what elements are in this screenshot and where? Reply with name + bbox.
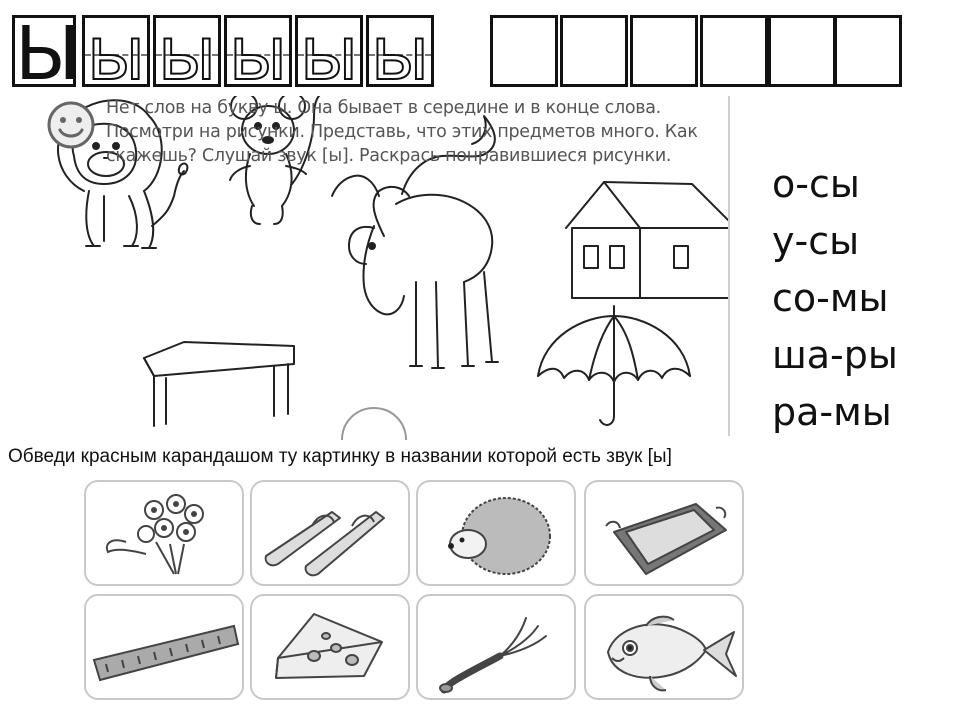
instruction-line: скажешь? Слушай звук [ы]. Раскрась понра…	[106, 146, 672, 166]
empty-letter-cell	[834, 15, 902, 87]
syllable-item: у-сы	[772, 219, 860, 263]
picture-card-ruler[interactable]	[84, 594, 244, 700]
syllable-item: со-мы	[772, 276, 889, 320]
house-icon	[565, 181, 728, 299]
syllable-item: о-сы	[772, 162, 860, 206]
empty-letter-cell	[560, 15, 628, 87]
instruction-line: Посмотри на рисунки. Представь, что этих…	[106, 122, 698, 142]
letter-trace: ы	[299, 11, 359, 97]
hedgehog-icon	[448, 497, 551, 575]
picture-card-fish[interactable]	[584, 594, 744, 700]
worksheet-instruction: Нет слов на букву ы. Она бывает в середи…	[106, 96, 726, 168]
letter-cell: ы	[82, 11, 150, 97]
letter-cell: ы	[366, 11, 434, 97]
letter-trace: ы	[86, 11, 146, 97]
instruction-line: Нет слов на букву ы. Она бывает в середи…	[106, 98, 661, 118]
umbrella-icon	[537, 305, 691, 426]
fork-icon	[439, 617, 547, 694]
letter-trace: ы	[157, 11, 217, 97]
letter-sample: Ы	[15, 11, 81, 97]
picture-card-hedgehog[interactable]	[416, 480, 576, 586]
smiley-icon	[47, 101, 95, 149]
letter-cell: Ы	[12, 12, 80, 96]
picture-card-flowers[interactable]	[84, 480, 244, 586]
empty-letter-cell	[490, 15, 558, 87]
worksheet-illustration	[44, 96, 728, 440]
fish-icon	[607, 615, 737, 692]
cheese-icon	[275, 613, 383, 679]
mouse-icon	[229, 96, 321, 225]
picture-card-cheese[interactable]	[250, 594, 410, 700]
letter-trace: ы	[228, 11, 288, 97]
empty-letter-cell	[700, 15, 768, 87]
syllable-item: ша-ры	[772, 333, 898, 377]
empty-letter-cell	[768, 15, 836, 87]
moose-icon	[331, 115, 499, 369]
letter-cell: ы	[295, 11, 363, 97]
letter-cell: ы	[224, 11, 292, 97]
picture-card-fork[interactable]	[416, 594, 576, 700]
column-divider	[728, 96, 730, 436]
syllable-list: о-сы у-сы со-мы ша-ры ра-мы	[772, 156, 898, 441]
picture-card-tray[interactable]	[584, 480, 744, 586]
task-text: Обведи красным карандашом ту картинку в …	[8, 446, 672, 467]
tray-icon	[605, 503, 727, 575]
letter-tracing-strip: Ы ы ы ы ы ы	[12, 11, 902, 97]
letter-trace: ы	[370, 11, 430, 97]
letter-cell: ы	[153, 11, 221, 97]
flowers-icon	[106, 494, 204, 575]
skis-icon	[264, 511, 385, 577]
syllable-item: ра-мы	[772, 390, 892, 434]
ruler-icon	[92, 624, 240, 682]
table-icon	[143, 341, 295, 427]
lion-icon	[57, 99, 189, 249]
empty-letter-cell	[630, 15, 698, 87]
picture-card-skis[interactable]	[250, 480, 410, 586]
